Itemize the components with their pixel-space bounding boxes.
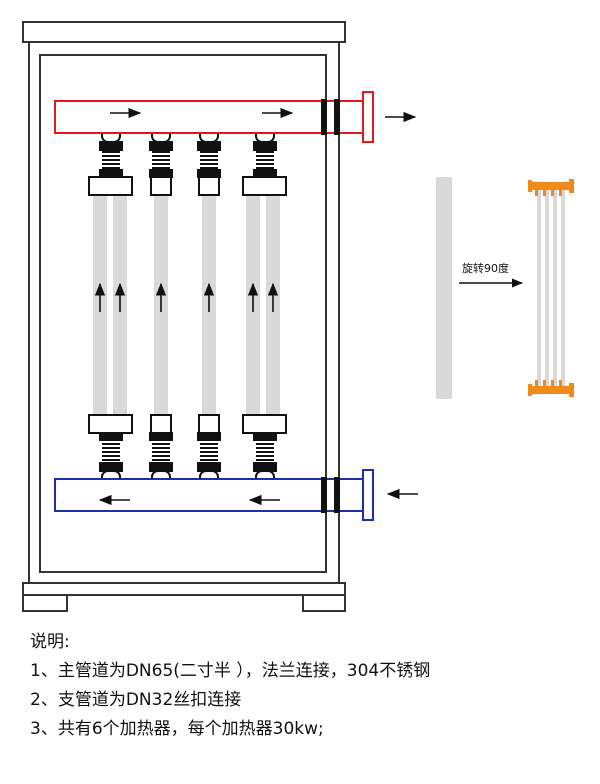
rotated-bottom-flange xyxy=(569,383,574,397)
outlet-pipe-neck xyxy=(322,100,366,134)
cabinet-right-foot xyxy=(302,594,346,612)
rotated-bottom-manifold xyxy=(531,386,571,394)
outlet-gasket xyxy=(321,99,327,135)
narrow-clamp xyxy=(150,176,172,196)
outlet-pipe-body xyxy=(54,100,324,134)
cabinet-bottom-base xyxy=(22,582,346,596)
bottom-clamps xyxy=(88,414,287,434)
rotated-tube xyxy=(545,190,549,386)
inlet-gasket xyxy=(321,477,327,513)
wide-clamp xyxy=(242,176,287,196)
rotated-tube xyxy=(561,190,565,386)
wide-clamp xyxy=(88,414,133,434)
rotated-tube xyxy=(537,190,541,386)
side-view-tube xyxy=(436,177,452,399)
top-fittings xyxy=(99,121,277,178)
heater-tubes xyxy=(93,195,280,415)
flow-arrows xyxy=(94,107,418,506)
inlet-pipe-body xyxy=(54,478,324,512)
inlet-pipe-neck xyxy=(322,478,366,512)
rotate-label: 旋转90度 xyxy=(462,261,509,275)
wide-clamp xyxy=(242,414,287,434)
notes-heading: 说明: xyxy=(30,632,70,652)
inlet-flange xyxy=(362,469,374,521)
rotated-bottom-cap xyxy=(528,384,532,396)
rotated-top-flange xyxy=(569,179,574,193)
narrow-clamp xyxy=(198,414,220,434)
note-item-3: 3、共有6个加热器，每个加热器30kw; xyxy=(30,719,324,739)
outlet-pipe xyxy=(54,91,374,143)
rotated-assembly xyxy=(528,179,574,397)
rotated-tube xyxy=(553,190,557,386)
outlet-flange xyxy=(362,91,374,143)
cabinet-left-foot xyxy=(22,594,68,612)
narrow-clamp xyxy=(150,414,172,434)
outlet-gasket xyxy=(334,99,340,135)
cabinet-top-cap xyxy=(22,21,346,43)
wide-clamp xyxy=(88,176,133,196)
narrow-clamp xyxy=(198,176,220,196)
top-clamps xyxy=(88,176,287,196)
rotated-top-cap xyxy=(528,180,532,192)
notes: 说明: 1、主管道为DN65(二寸半 ），法兰连接，304不锈钢 2、支管道为D… xyxy=(30,628,590,744)
inlet-pipe xyxy=(54,469,374,521)
note-item-1: 1、主管道为DN65(二寸半 ），法兰连接，304不锈钢 xyxy=(30,661,431,681)
inlet-gasket xyxy=(334,477,340,513)
note-item-2: 2、支管道为DN32丝扣连接 xyxy=(30,690,242,710)
rotated-top-manifold xyxy=(531,182,571,190)
